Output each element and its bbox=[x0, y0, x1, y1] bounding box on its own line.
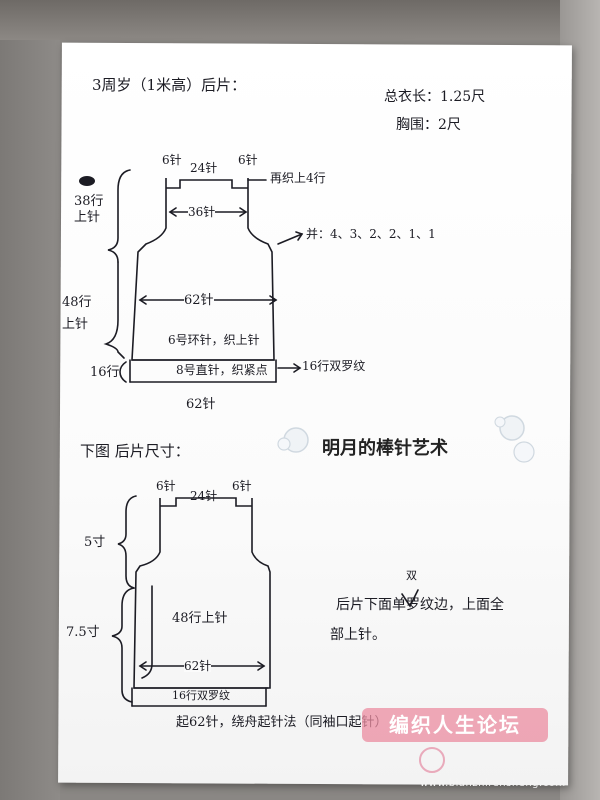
d1-rib-note: 16行双罗纹 bbox=[302, 359, 366, 373]
ink-blot bbox=[79, 176, 95, 186]
insertion-caret bbox=[401, 589, 419, 608]
d1-rib-needle: 8号直针，织紧点 bbox=[176, 363, 268, 377]
background-top bbox=[0, 0, 600, 40]
section2-title: 下图 后片尺寸： bbox=[80, 442, 190, 460]
watermark-bubbles bbox=[277, 415, 535, 463]
total-length: 总衣长：1.25尺 bbox=[384, 89, 486, 105]
d2-body-label: 48行上针 bbox=[172, 611, 228, 626]
d2-shoulder-right: 6针 bbox=[232, 479, 252, 493]
d1-bottom-left-label: 16行 bbox=[90, 365, 120, 380]
d2-rib-label: 16行双罗纹 bbox=[172, 689, 230, 702]
d1-width-body: 62针 bbox=[184, 293, 214, 308]
d1-neck-note: 再织上4行 bbox=[270, 171, 326, 185]
d1-shoulder-right: 6针 bbox=[238, 153, 258, 167]
diagram1-braces bbox=[103, 169, 131, 383]
site-url: www.bianzhirensheng.com bbox=[420, 778, 566, 789]
d2-width: 62针 bbox=[184, 659, 212, 673]
d2-lower-size: 7.5寸 bbox=[66, 625, 100, 640]
d2-shoulder-mid: 24针 bbox=[190, 489, 218, 503]
d1-bottom-width: 62针 bbox=[186, 397, 216, 412]
forum-logo-icon bbox=[419, 747, 445, 773]
forum-badge: 编织人生论坛 bbox=[362, 708, 548, 742]
d1-left-top-label: 38行 上针 bbox=[74, 194, 104, 225]
d1-shoulder-left: 6针 bbox=[162, 153, 182, 167]
d2-upper-size: 5寸 bbox=[84, 535, 106, 550]
d1-decrease-note: 并：4、3、2、2、1、1 bbox=[306, 227, 436, 241]
d1-shoulder-mid: 24针 bbox=[190, 161, 218, 175]
diagram1-outline bbox=[129, 178, 277, 383]
chest-size: 胸围：2尺 bbox=[396, 117, 461, 133]
d2-shoulder-left: 6针 bbox=[156, 479, 176, 493]
d2-cast-on-note: 起62针，绕舟起针法（同袖口起针） bbox=[176, 715, 388, 730]
d2-note-line1: 后片下面单罗纹边，上面全 bbox=[336, 597, 504, 613]
d2-note-line2: 部上针。 bbox=[330, 627, 386, 643]
d2-note-insert: 双 bbox=[406, 569, 417, 582]
diagram2-braces bbox=[111, 495, 137, 703]
diagram2-outline bbox=[131, 497, 271, 707]
background-left bbox=[0, 0, 60, 800]
d1-body-needle: 6号环针，织上针 bbox=[168, 333, 260, 347]
d1-left-bottom-label: 48行 上针 bbox=[62, 295, 92, 332]
d1-width-armhole: 36针 bbox=[188, 205, 216, 219]
watermark-text: 明月的棒针艺术 bbox=[322, 438, 448, 459]
title-back-piece: 3周岁（1米高）后片： bbox=[92, 76, 247, 94]
